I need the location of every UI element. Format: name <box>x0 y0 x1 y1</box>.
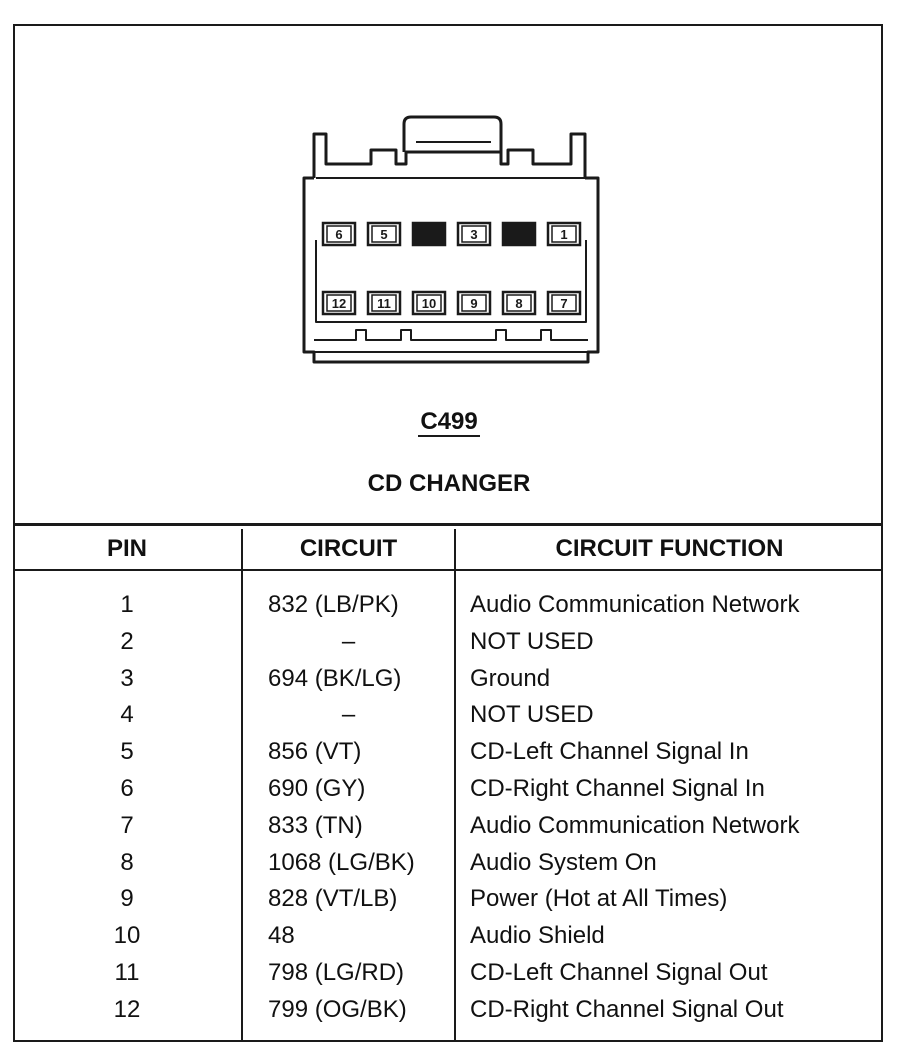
circuit-code: 48 <box>268 922 295 950</box>
connector-id: C499 <box>418 408 480 437</box>
cavity-inner <box>416 294 442 312</box>
circuit-function: Audio Communication Network <box>470 591 800 618</box>
cavity-number: 6 <box>335 227 342 242</box>
cavity-row-bottom: 12 11 10 9 8 7 <box>321 290 582 316</box>
header-circuit: CIRCUIT <box>299 535 398 562</box>
circuit-function: NOT USED <box>470 701 594 729</box>
table-row: 2 – NOT USED <box>13 625 883 662</box>
table-row: 4 – NOT USED <box>13 698 883 735</box>
cavity-blocked <box>501 221 537 247</box>
cavity-number: 10 <box>422 296 436 311</box>
table-row: 9 828 (VT/LB) Power (Hot at All Times) <box>13 882 883 919</box>
circuit-function: Audio System On <box>470 848 657 876</box>
circuit-code: 690 (GY) <box>268 774 366 802</box>
cavity-inner <box>551 294 577 312</box>
cavity-inner <box>506 294 532 312</box>
cavity-inner <box>551 225 577 243</box>
circuit-function: Power (Hot at All Times) <box>470 885 728 913</box>
cavity <box>456 290 492 316</box>
circuit-code: – <box>341 701 356 729</box>
table-row: 11 798 (LG/RD) CD-Left Channel Signal Out <box>13 956 883 993</box>
cavity-number: 8 <box>515 296 522 311</box>
connector-id-heading: C499 <box>0 408 898 437</box>
circuit-function: CD-Left Channel Signal In <box>470 738 749 766</box>
cavity <box>321 290 357 316</box>
pin-number: 7 <box>120 811 134 839</box>
connector-body <box>302 176 600 364</box>
pin-number: 1 <box>120 591 134 618</box>
cavity <box>366 290 402 316</box>
connector-top-wall <box>312 132 587 178</box>
cavity-number: 7 <box>560 296 567 311</box>
circuit-code: 694 (BK/LG) <box>268 664 402 692</box>
cavity-row-top: 6 5 3 1 <box>321 221 582 247</box>
circuit-function: CD-Left Channel Signal Out <box>470 958 768 986</box>
pin-number: 4 <box>120 701 134 729</box>
pin-table-body: 1 832 (LB/PK) Audio Communication Network 2… <box>13 588 883 1030</box>
circuit-code: 1068 (LG/BK) <box>268 848 415 876</box>
table-row: 5 856 (VT) CD-Left Channel Signal In <box>13 735 883 772</box>
circuit-code: – <box>341 627 356 655</box>
circuit-code: 798 (LG/RD) <box>268 958 405 986</box>
table-header-divider <box>13 569 883 571</box>
cavity-inner <box>326 294 352 312</box>
pin-number: 9 <box>120 885 134 913</box>
circuit-code: 833 (TN) <box>268 811 363 839</box>
cavity-inner <box>371 294 397 312</box>
table-row: 10 48 Audio Shield <box>13 919 883 956</box>
diagram-frame <box>13 24 883 1042</box>
circuit-function: CD-Right Channel Signal In <box>470 774 765 802</box>
pin-number: 2 <box>120 627 134 655</box>
pin-number: 3 <box>120 664 134 692</box>
cavity <box>321 221 357 247</box>
pin-number: 11 <box>114 958 140 986</box>
circuit-function: CD-Right Channel Signal Out <box>470 995 784 1023</box>
connector-name: CD CHANGER <box>367 470 531 497</box>
table-top-border <box>13 523 883 526</box>
connector-face-drawing: 6 5 3 1 12 11 10 9 8 7 <box>302 115 600 364</box>
cavity <box>546 290 582 316</box>
pin-number: 8 <box>120 848 134 876</box>
pin-number: 6 <box>120 774 134 802</box>
header-pin: PIN <box>106 535 147 562</box>
cavity-blocked <box>411 221 447 247</box>
table-row: 3 694 (BK/LG) Ground <box>13 662 883 699</box>
cavity-inner <box>461 225 487 243</box>
cavity <box>411 290 447 316</box>
cavity-inner <box>461 294 487 312</box>
circuit-function: Audio Shield <box>470 922 605 950</box>
cavity-inner <box>326 225 352 243</box>
circuit-code: 828 (VT/LB) <box>268 885 398 913</box>
cavity <box>546 221 582 247</box>
column-divider-1 <box>241 529 243 1042</box>
circuit-function: Audio Communication Network <box>470 811 800 839</box>
cavity <box>366 221 402 247</box>
pin-number: 10 <box>113 922 141 950</box>
table-row: 1 832 (LB/PK) Audio Communication Network <box>13 588 883 625</box>
cavity-number: 9 <box>470 296 477 311</box>
circuit-code: 832 (LB/PK) <box>268 591 399 618</box>
table-row: 6 690 (GY) CD-Right Channel Signal In <box>13 772 883 809</box>
column-divider-2 <box>454 529 456 1042</box>
header-circuit-function: CIRCUIT FUNCTION <box>555 535 784 562</box>
cavity-number: 5 <box>380 227 387 242</box>
pin-number: 12 <box>113 995 141 1023</box>
table-row: 12 799 (OG/BK) CD-Right Channel Signal Out <box>13 993 883 1030</box>
table-row: 7 833 (TN) Audio Communication Network <box>13 809 883 846</box>
cavity-number: 3 <box>470 227 477 242</box>
cavity <box>501 290 537 316</box>
cavity-inner <box>371 225 397 243</box>
cavity <box>456 221 492 247</box>
table-row: 8 1068 (LG/BK) Audio System On <box>13 846 883 883</box>
cavity-number: 11 <box>377 296 391 311</box>
pin-number: 5 <box>120 738 134 766</box>
cavity-number: 1 <box>560 227 567 242</box>
connector-latch <box>402 115 503 152</box>
circuit-function: Ground <box>470 664 551 692</box>
circuit-code: 799 (OG/BK) <box>268 995 407 1023</box>
circuit-code: 856 (VT) <box>268 738 362 766</box>
cavity-number: 12 <box>332 296 346 311</box>
circuit-function: NOT USED <box>470 627 594 655</box>
